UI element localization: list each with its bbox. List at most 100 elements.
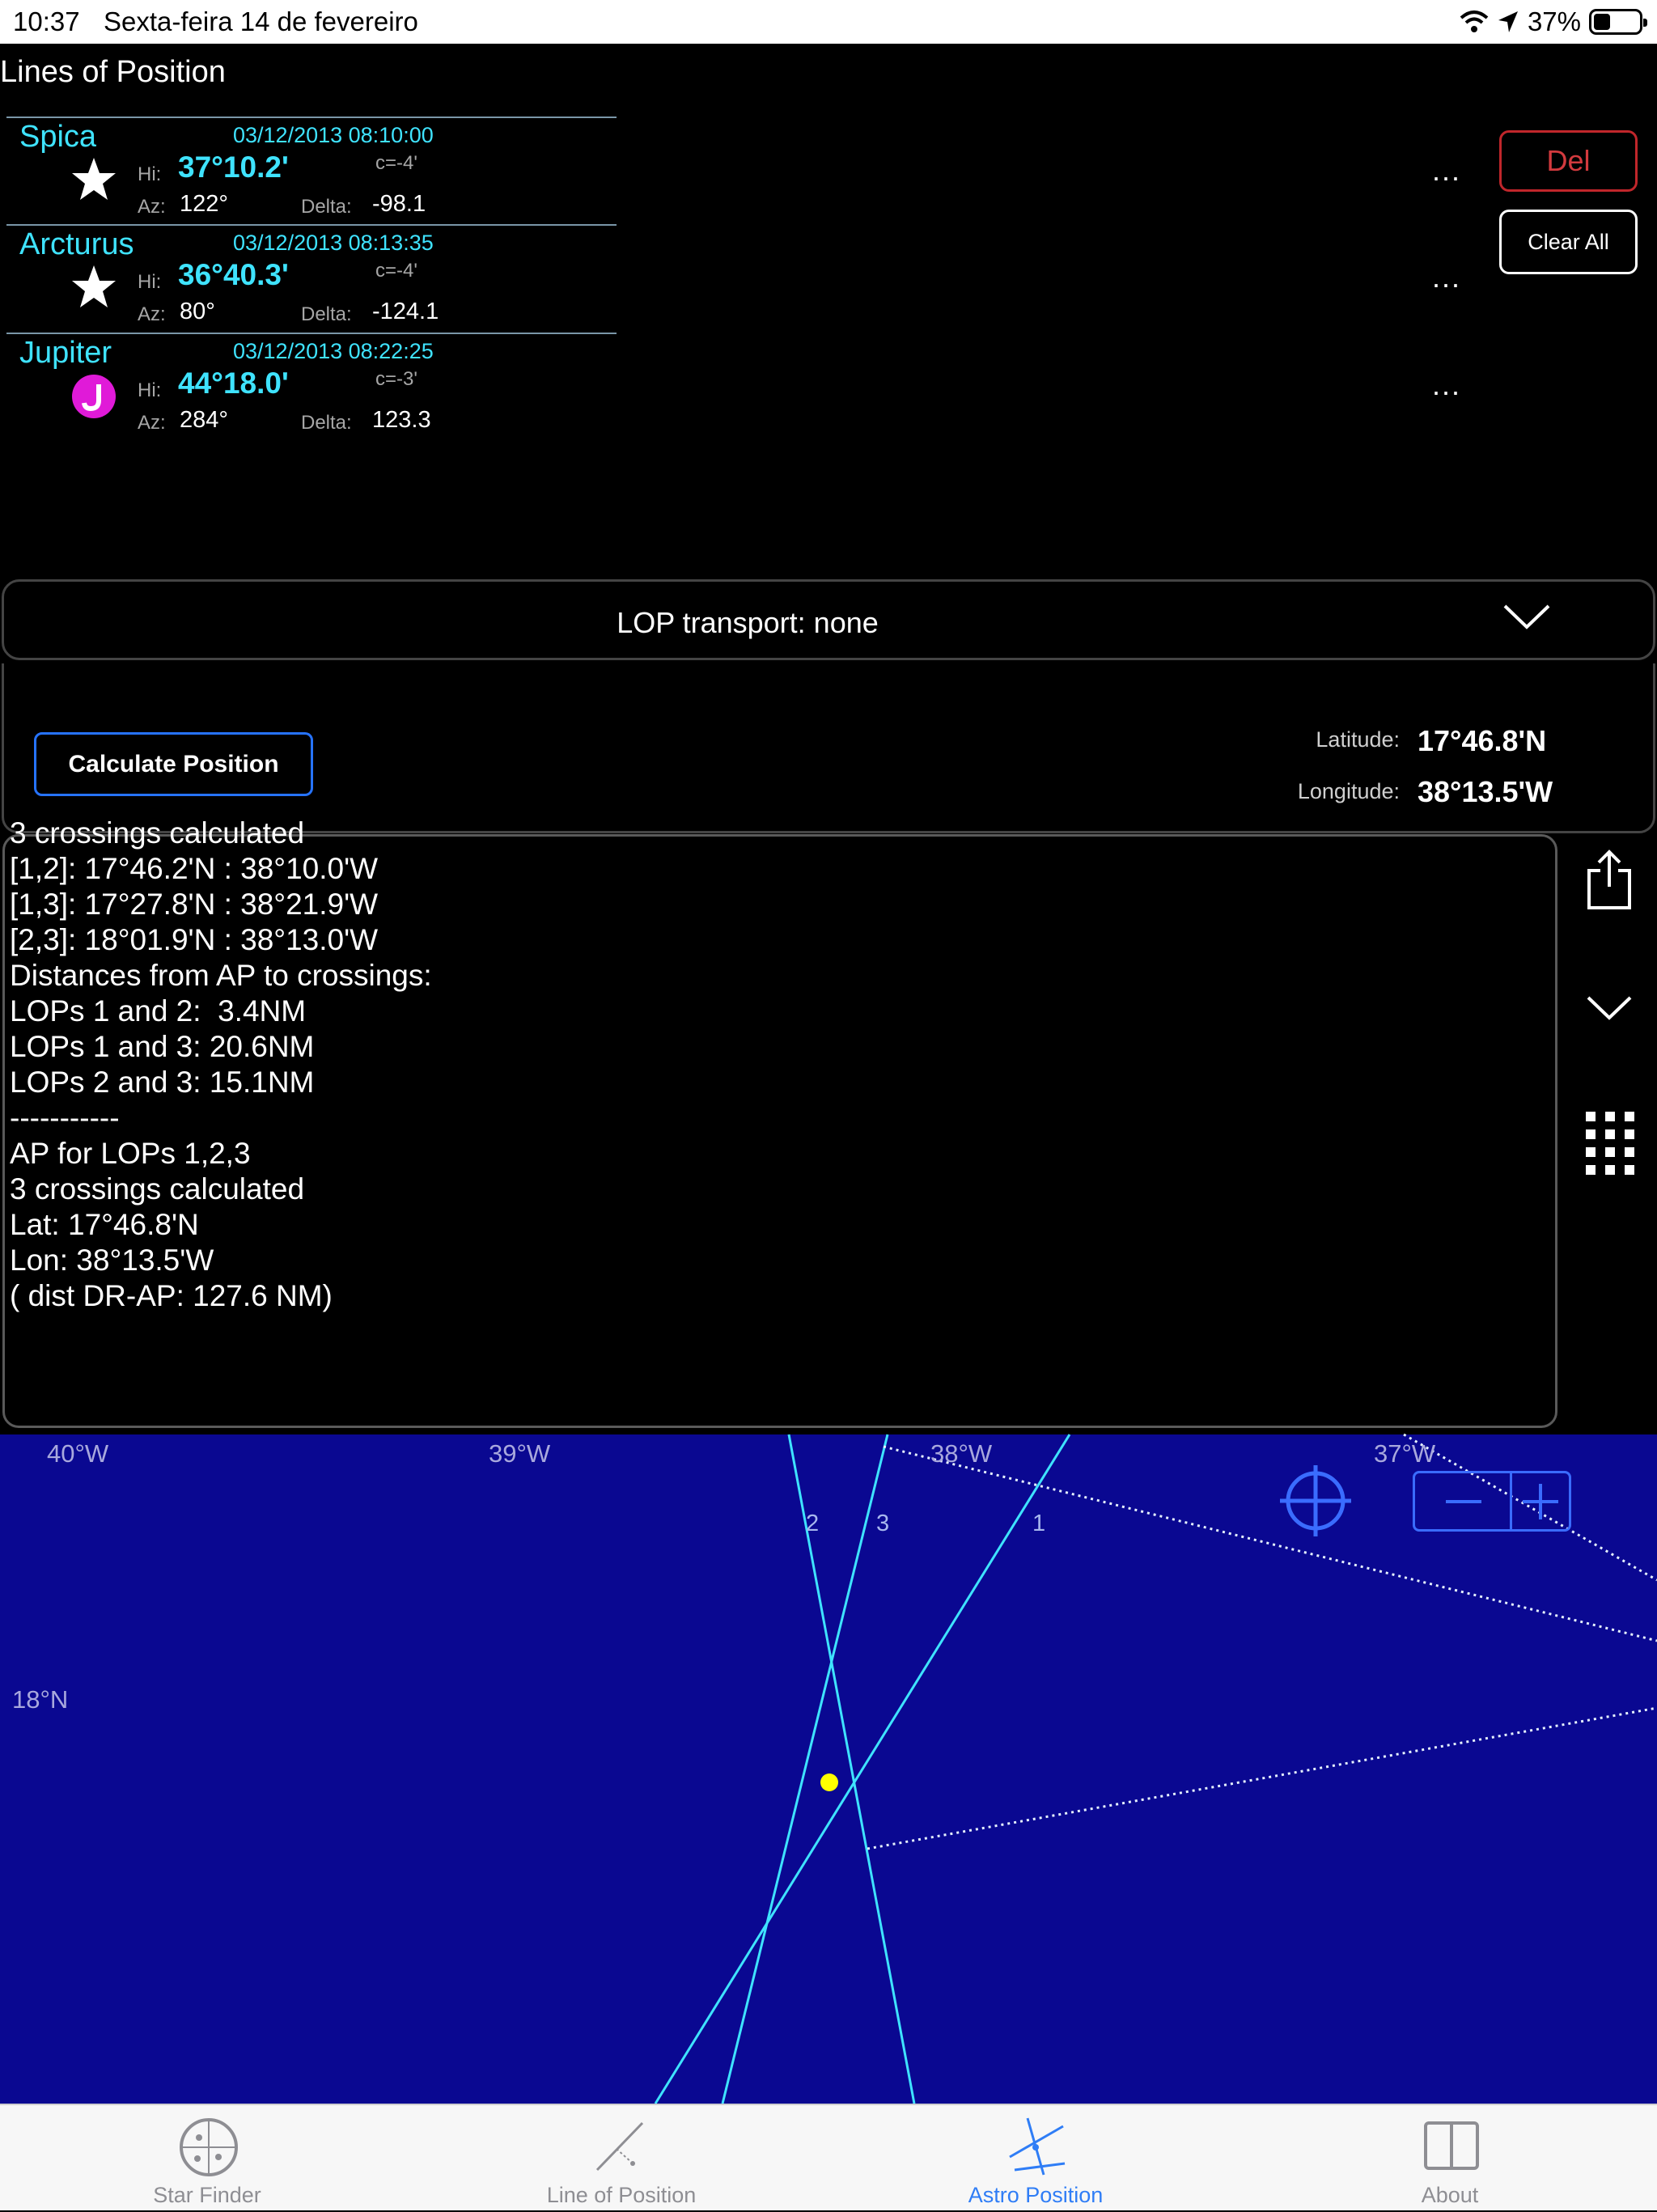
tab-astro-position[interactable]: Astro Position [828, 2105, 1243, 2212]
result-line: AP for LOPs 1,2,3 [10, 1137, 251, 1170]
result-line: ( dist DR-AP: 127.6 NM) [10, 1279, 333, 1312]
longitude-label: Longitude: [1297, 779, 1400, 803]
lop-number-label: 2 [806, 1511, 820, 1536]
crosshair-icon[interactable] [1278, 1464, 1353, 1538]
battery-icon [1589, 9, 1647, 35]
astro-position-icon [1009, 2117, 1066, 2176]
result-line: Distances from AP to crossings: [10, 959, 432, 992]
star-icon [72, 265, 116, 307]
row-more-button[interactable]: ... [1432, 368, 1462, 401]
tab-label: About [1421, 2183, 1479, 2207]
tab-label: Line of Position [546, 2183, 697, 2207]
longitude-value: 38°13.5'W [1418, 775, 1553, 808]
lop-row-jupiter[interactable]: Jupiter 03/12/2013 08:22:25 Hi: 44°18.0'… [6, 333, 617, 440]
zoom-out-button[interactable] [1415, 1473, 1512, 1529]
delta-label: Delta: [301, 412, 352, 434]
jupiter-icon [72, 375, 116, 418]
lop-date: 03/12/2013 08:13:35 [233, 231, 434, 255]
lop-body-name: Spica [19, 120, 97, 154]
delta-value: -124.1 [372, 299, 439, 324]
tab-bar: Star Finder Line of Position Astro Posit… [0, 2104, 1657, 2210]
results-text-area[interactable]: 3 crossings calculated [1,2]: 17°46.2'N :… [2, 816, 1557, 1428]
lop-line-1 [654, 1434, 1071, 2104]
chevron-down-icon[interactable] [1586, 994, 1633, 1023]
result-line: Lat: 17°46.8'N [10, 1208, 199, 1241]
lop-body-name: Jupiter [19, 336, 112, 370]
lop-transport-selector[interactable]: LOP transport: none [2, 579, 1655, 660]
tab-star-finder[interactable]: Star Finder [0, 2105, 414, 2212]
line-of-position-icon [595, 2121, 644, 2172]
dr-track-line [867, 1706, 1657, 1850]
lon-label: 40°W [47, 1439, 109, 1468]
plus-icon-vertical [1539, 1484, 1542, 1519]
lop-line-3 [721, 1434, 889, 2104]
correction-value: c=-4' [375, 152, 417, 174]
lon-label: 38°W [930, 1439, 993, 1468]
star-finder-icon [180, 2118, 238, 2176]
lon-label: 37°W [1374, 1439, 1436, 1468]
result-line: [1,3]: 17°27.8'N : 38°21.9'W [10, 888, 379, 921]
delta-label: Delta: [301, 196, 352, 218]
lop-date: 03/12/2013 08:22:25 [233, 339, 434, 363]
battery-percent: 37% [1527, 6, 1581, 36]
hi-label: Hi: [138, 163, 162, 185]
map-canvas [654, 1433, 1657, 2104]
lop-number-label: 1 [1032, 1511, 1046, 1536]
calculate-position-button[interactable]: Calculate Position [34, 732, 313, 796]
row-more-button[interactable]: ... [1432, 261, 1462, 294]
lop-row-arcturus[interactable]: Arcturus 03/12/2013 08:13:35 Hi: 36°40.3… [6, 224, 617, 332]
latitude-label: Latitude: [1316, 727, 1400, 752]
hi-value: 37°10.2' [178, 150, 289, 184]
minus-icon [1446, 1500, 1481, 1503]
result-line: [1,2]: 17°46.2'N : 38°10.0'W [10, 852, 379, 885]
delta-value: -98.1 [372, 191, 426, 217]
book-icon [1424, 2121, 1479, 2170]
az-value: 284° [180, 407, 228, 433]
zoom-in-button[interactable] [1512, 1473, 1569, 1529]
tab-about[interactable]: About [1243, 2105, 1657, 2212]
wifi-icon [1460, 11, 1489, 32]
lop-date: 03/12/2013 08:10:00 [233, 123, 434, 147]
result-line: ----------- [10, 1101, 120, 1134]
row-more-button[interactable]: ... [1432, 154, 1462, 187]
az-value: 80° [180, 299, 215, 324]
result-line: LOPs 1 and 2: 3.4NM [10, 994, 307, 1028]
lop-list-header: Lines of Position [0, 55, 226, 89]
status-right: 37% [1460, 6, 1647, 37]
keypad-icon[interactable] [1584, 1110, 1636, 1180]
result-line: LOPs 1 and 3: 20.6NM [10, 1030, 315, 1063]
lop-row-spica[interactable]: Spica 03/12/2013 08:10:00 Hi: 37°10.2' c… [6, 117, 617, 224]
clear-all-button[interactable]: Clear All [1499, 210, 1638, 274]
tab-line-of-position[interactable]: Line of Position [414, 2105, 828, 2212]
status-date: Sexta-feira 14 de fevereiro [104, 6, 418, 36]
az-label: Az: [138, 303, 166, 325]
result-line: 3 crossings calculated [10, 1172, 305, 1206]
correction-value: c=-3' [375, 368, 417, 390]
correction-value: c=-4' [375, 260, 417, 282]
delta-label: Delta: [301, 303, 352, 325]
status-bar: 10:37 Sexta-feira 14 de fevereiro 37% [0, 0, 1657, 44]
lop-transport-label: LOP transport: none [617, 606, 879, 639]
chevron-down-icon [1503, 604, 1550, 629]
delete-button[interactable]: Del [1499, 130, 1638, 192]
location-arrow-icon [1498, 11, 1518, 32]
status-time: 10:37 [13, 6, 80, 36]
results-lines: 3 crossings calculated [1,2]: 17°46.2'N :… [10, 816, 432, 1314]
result-line: [2,3]: 18°01.9'N : 38°13.0'W [10, 923, 379, 956]
calculate-panel [2, 663, 1655, 833]
lon-label: 39°W [489, 1439, 551, 1468]
share-icon[interactable] [1586, 850, 1633, 911]
tab-label: Star Finder [153, 2183, 261, 2207]
az-value: 122° [180, 191, 228, 217]
hi-label: Hi: [138, 271, 162, 293]
ap-position-dot [820, 1773, 838, 1791]
star-icon [72, 158, 116, 200]
hi-value: 36°40.3' [178, 258, 289, 291]
lop-line-2 [787, 1434, 916, 2104]
lop-number-label: 3 [876, 1511, 890, 1536]
lop-body-name: Arcturus [19, 227, 134, 261]
az-label: Az: [138, 412, 166, 434]
tab-label: Astro Position [968, 2183, 1104, 2207]
position-plot-map[interactable]: 40°W 39°W 38°W 37°W 18°N 1 2 3 [0, 1433, 1657, 2104]
hi-value: 44°18.0' [178, 367, 289, 400]
